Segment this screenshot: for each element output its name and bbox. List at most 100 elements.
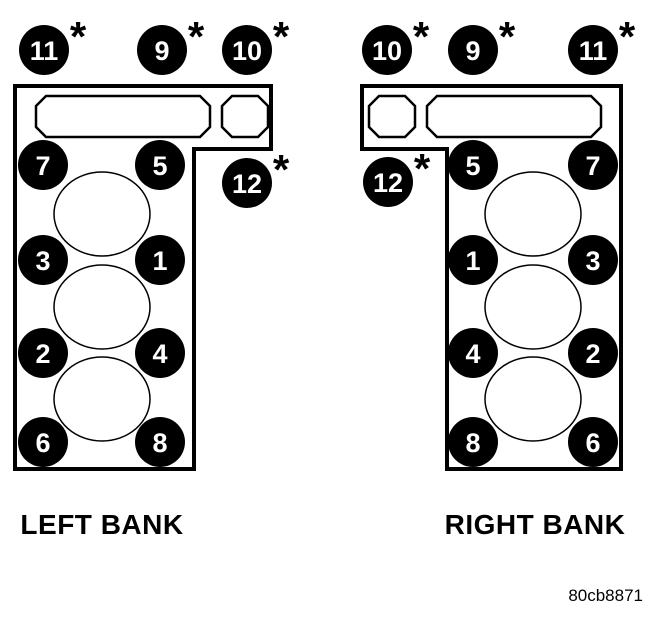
bolt-8: 8 bbox=[448, 417, 498, 467]
bolt-12: 12 * bbox=[222, 146, 290, 208]
bolt-5: 5 bbox=[448, 140, 498, 190]
bolt-circle bbox=[135, 235, 185, 285]
bolt-circle bbox=[137, 25, 187, 75]
asterisk-icon: * bbox=[273, 146, 290, 193]
bolt-1: 1 bbox=[135, 235, 185, 285]
bolt-11: 11 * bbox=[19, 13, 87, 75]
left-bank-label: LEFT BANK bbox=[20, 509, 183, 540]
bolt-12: 12 * bbox=[363, 145, 431, 207]
bolt-number: 8 bbox=[465, 428, 480, 458]
bolt-6: 6 bbox=[18, 417, 68, 467]
bolt-1: 1 bbox=[448, 235, 498, 285]
bolt-number: 6 bbox=[35, 428, 50, 458]
right-bank bbox=[360, 84, 623, 471]
bolt-circle bbox=[18, 235, 68, 285]
bolt-7: 7 bbox=[568, 140, 618, 190]
gasket-opening bbox=[367, 94, 417, 139]
bolt-circle bbox=[568, 235, 618, 285]
bolt-number: 11 bbox=[579, 36, 608, 66]
bolt-4: 4 bbox=[135, 328, 185, 378]
bolt-number: 4 bbox=[465, 339, 480, 369]
bolt-2: 2 bbox=[568, 328, 618, 378]
cylinder-bore bbox=[53, 356, 151, 442]
bolt-number: 6 bbox=[585, 428, 600, 458]
bolt-number: 7 bbox=[585, 151, 600, 181]
bolt-10: 10 * bbox=[222, 13, 290, 75]
cylinder-bore bbox=[484, 356, 582, 442]
bolt-circle bbox=[363, 157, 413, 207]
bolt-circle bbox=[222, 25, 272, 75]
bolt-11: 11 * bbox=[568, 13, 636, 75]
cylinder-bore bbox=[484, 171, 582, 257]
asterisk-icon: * bbox=[70, 13, 87, 60]
bolt-circle bbox=[448, 25, 498, 75]
bolt-number: 9 bbox=[465, 36, 480, 66]
bolt-10: 10 * bbox=[362, 13, 430, 75]
bolt-number: 3 bbox=[585, 246, 600, 276]
cylinder-bore bbox=[53, 171, 151, 257]
bolt-number: 10 bbox=[232, 36, 262, 66]
bolt-circle bbox=[135, 140, 185, 190]
bolt-number: 2 bbox=[35, 339, 50, 369]
bolt-2: 2 bbox=[18, 328, 68, 378]
bolt-number: 1 bbox=[152, 246, 167, 276]
bolt-number: 8 bbox=[152, 428, 167, 458]
gasket-opening bbox=[220, 94, 270, 139]
head-shapes-layer bbox=[13, 84, 623, 471]
bolt-number: 7 bbox=[35, 151, 50, 181]
bolt-circle bbox=[18, 417, 68, 467]
bolt-circle bbox=[362, 25, 412, 75]
asterisk-icon: * bbox=[414, 145, 431, 192]
bolt-circle bbox=[135, 417, 185, 467]
bolt-number: 12 bbox=[232, 169, 262, 199]
gasket-opening bbox=[34, 94, 212, 139]
bolt-5: 5 bbox=[135, 140, 185, 190]
bolt-number: 5 bbox=[465, 151, 480, 181]
asterisk-icon: * bbox=[188, 13, 205, 60]
gasket-opening bbox=[425, 94, 603, 139]
bolt-number: 3 bbox=[35, 246, 50, 276]
head-outline bbox=[360, 84, 623, 471]
bolt-circle bbox=[568, 328, 618, 378]
bolt-circle bbox=[448, 328, 498, 378]
bolt-number: 12 bbox=[373, 168, 403, 198]
bolt-8: 8 bbox=[135, 417, 185, 467]
asterisk-icon: * bbox=[499, 13, 516, 60]
cylinder-bore bbox=[484, 264, 582, 350]
bolt-circle bbox=[568, 25, 618, 75]
right-bank-label: RIGHT BANK bbox=[445, 509, 626, 540]
asterisk-icon: * bbox=[619, 13, 636, 60]
bolt-circle bbox=[448, 235, 498, 285]
bolt-number: 1 bbox=[465, 246, 480, 276]
bolt-circle bbox=[135, 328, 185, 378]
cylinder-bore bbox=[53, 264, 151, 350]
bolt-circle bbox=[19, 25, 69, 75]
bolt-circle bbox=[18, 328, 68, 378]
bolt-number: 11 bbox=[30, 36, 59, 66]
bolt-7: 7 bbox=[18, 140, 68, 190]
bolt-number: 10 bbox=[372, 36, 402, 66]
bolt-3: 3 bbox=[568, 235, 618, 285]
bolt-number: 2 bbox=[585, 339, 600, 369]
bolt-circle bbox=[448, 140, 498, 190]
figure-code: 80cb8871 bbox=[568, 586, 643, 605]
bolt-number: 4 bbox=[152, 339, 167, 369]
bolt-9: 9* bbox=[448, 13, 516, 75]
bolt-number: 9 bbox=[154, 36, 169, 66]
bolt-circle bbox=[222, 158, 272, 208]
asterisk-icon: * bbox=[413, 13, 430, 60]
bolt-4: 4 bbox=[448, 328, 498, 378]
bolt-6: 6 bbox=[568, 417, 618, 467]
bolt-circle bbox=[18, 140, 68, 190]
asterisk-icon: * bbox=[273, 13, 290, 60]
bolt-circle bbox=[448, 417, 498, 467]
bolt-circle bbox=[568, 140, 618, 190]
bolt-number: 5 bbox=[152, 151, 167, 181]
bolt-circle bbox=[568, 417, 618, 467]
bolt-3: 3 bbox=[18, 235, 68, 285]
